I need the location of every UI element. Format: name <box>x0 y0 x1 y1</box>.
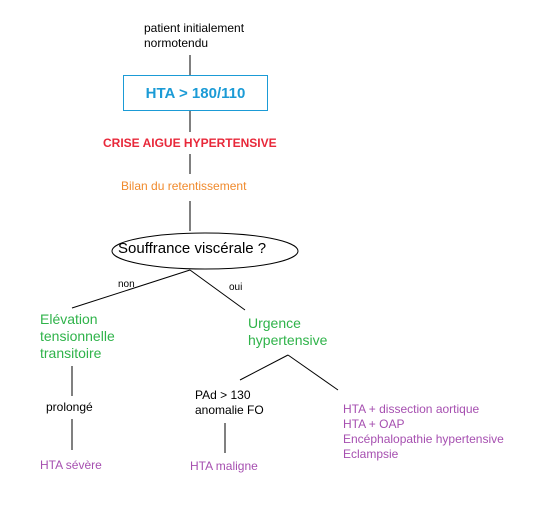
associated-item-2: HTA + OAP <box>343 417 405 431</box>
criteria-result-label: HTA maligne <box>190 459 258 473</box>
threshold-label: HTA > 180/110 <box>145 84 246 102</box>
start-line-2: normotendu <box>144 36 209 50</box>
right-title-line-1: Urgence <box>248 315 301 331</box>
threshold-box: HTA > 180/110 <box>123 75 268 111</box>
start-line-1: patient initialement <box>144 21 245 35</box>
left-branch-title: Elévation tensionnelle transitoire <box>40 311 115 362</box>
right-branch-title: Urgence hypertensive <box>248 315 327 349</box>
connector-decision-to-no <box>71 269 191 309</box>
criteria-line-1: PAd > 130 <box>195 388 251 402</box>
crisis-label: CRISE AIGUE HYPERTENSIVE <box>103 136 277 150</box>
criteria-node: PAd > 130 anomalie FO <box>195 388 264 418</box>
start-node: patient initialement normotendu <box>144 21 244 51</box>
branch-no-label: non <box>118 279 135 290</box>
connector-decision-to-yes <box>189 269 246 311</box>
associated-conditions-list: HTA + dissection aortique HTA + OAP Encé… <box>343 402 504 462</box>
left-title-line-3: transitoire <box>40 345 102 361</box>
decision-label: Souffrance viscérale ? <box>118 240 267 257</box>
criteria-line-2: anomalie FO <box>195 403 264 417</box>
left-result-label: HTA sévère <box>40 458 102 472</box>
connector-urgence-to-sub-left <box>239 354 289 381</box>
right-title-line-2: hypertensive <box>248 332 328 348</box>
left-title-line-1: Elévation <box>40 311 98 327</box>
decision-ellipse <box>111 232 299 270</box>
associated-item-3: Encéphalopathie hypertensive <box>343 432 504 446</box>
branch-yes-label: oui <box>229 282 243 293</box>
assessment-label: Bilan du retentissement <box>121 179 247 193</box>
connector-urgence-to-sub-right <box>287 354 339 391</box>
left-condition-label: prolongé <box>46 400 93 414</box>
associated-item-4: Eclampsie <box>343 447 399 461</box>
associated-item-1: HTA + dissection aortique <box>343 402 480 416</box>
left-title-line-2: tensionnelle <box>40 328 115 344</box>
